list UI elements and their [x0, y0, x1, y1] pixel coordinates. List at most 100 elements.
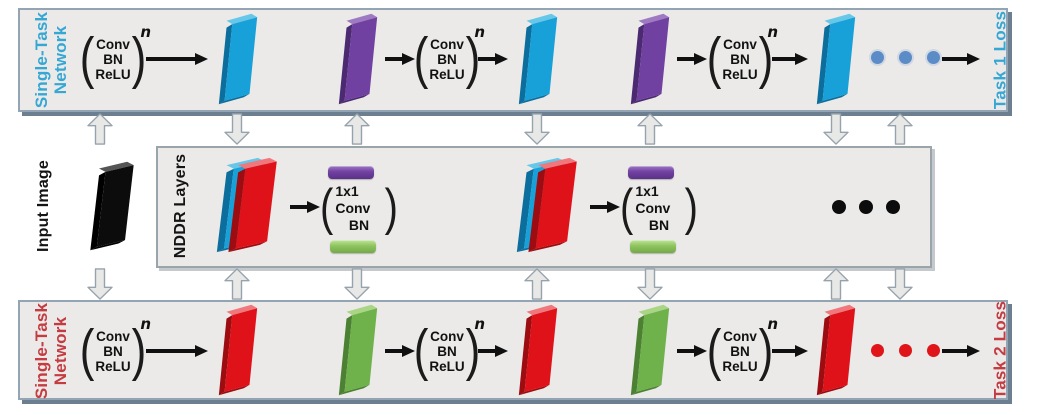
task2-loss-label: Task 2 Loss: [990, 300, 1010, 400]
open-paren: (: [413, 319, 429, 382]
feature-map-cyan-1: [215, 12, 261, 106]
close-paren: ): [465, 319, 481, 382]
open-paren: (: [706, 27, 722, 90]
nddr-layers-label: NDDR Layers: [172, 153, 190, 259]
open-paren: (: [620, 179, 634, 237]
purple-output-bar-2: [628, 166, 674, 179]
close-paren: ): [465, 27, 481, 90]
close-paren: ): [758, 27, 774, 90]
dot: [886, 200, 900, 214]
up-arrow: [344, 113, 370, 145]
feature-map-green-1: [335, 303, 381, 397]
conv-label: Conv: [430, 36, 464, 52]
feature-map-purple-1: [335, 12, 381, 106]
flow-arrow: [385, 344, 415, 358]
1x1-conv-label: 1x1 Conv: [635, 182, 671, 216]
down-arrow: [87, 268, 113, 300]
feature-map-red-1: [215, 303, 261, 397]
dot: [832, 200, 846, 214]
exponent-n: n: [767, 23, 778, 41]
down-arrow: [637, 268, 663, 300]
relu-label: ReLU: [722, 66, 758, 82]
relu-label: ReLU: [722, 358, 758, 374]
dot: [927, 344, 940, 357]
bn-label: BN: [437, 343, 457, 359]
flow-arrow: [772, 344, 808, 358]
ellipsis-dots-top: [871, 51, 940, 64]
bn-label: BN: [103, 51, 123, 67]
dot: [871, 344, 884, 357]
open-paren: (: [413, 27, 429, 90]
up-arrow: [87, 113, 113, 145]
conv-bn-relu-block-bottom-1: ( Conv BN ReLU ) n: [80, 315, 151, 380]
flow-arrow: [677, 52, 707, 66]
exponent-n: n: [140, 23, 151, 41]
bn-label: BN: [348, 216, 370, 233]
feature-map-red-2: [515, 303, 561, 397]
relu-label: ReLU: [429, 358, 465, 374]
green-output-bar-1: [330, 240, 376, 253]
up-arrow: [637, 113, 663, 145]
exponent-n: n: [474, 315, 485, 333]
feature-map-purple-2: [627, 12, 673, 106]
bottom-network-label-line2: Network: [51, 316, 70, 386]
dot: [859, 200, 873, 214]
down-arrow: [524, 113, 550, 145]
dot: [899, 344, 912, 357]
down-arrow: [344, 268, 370, 300]
dot: [927, 51, 940, 64]
relu-label: ReLU: [95, 358, 131, 374]
bottom-network-label: Single-Task Network: [32, 303, 70, 399]
task1-loss-label: Task 1 Loss: [990, 10, 1010, 110]
flow-arrow: [677, 344, 707, 358]
top-network-label: Single-Task Network: [32, 12, 70, 108]
relu-label: ReLU: [95, 66, 131, 82]
open-paren: (: [706, 319, 722, 382]
close-paren: ): [131, 319, 147, 382]
flow-arrow: [478, 52, 508, 66]
flow-arrow: [478, 344, 508, 358]
conv-label: Conv: [430, 328, 464, 344]
top-network-label-line2: Network: [51, 25, 70, 95]
close-paren: ): [684, 179, 698, 237]
conv-label: Conv: [96, 36, 130, 52]
conv-label: Conv: [723, 36, 757, 52]
conv-label: Conv: [723, 328, 757, 344]
bn-label: BN: [648, 216, 670, 233]
concat-feature-map-1: [212, 156, 270, 254]
dot: [871, 51, 884, 64]
up-arrow: [224, 268, 250, 300]
up-arrow: [887, 113, 913, 145]
bottom-network-label-line1: Single-Task: [31, 302, 51, 400]
close-paren: ): [758, 319, 774, 382]
feature-map-cyan-2: [515, 12, 561, 106]
conv-bn-relu-block-top-3: ( Conv BN ReLU ) n: [707, 23, 778, 88]
flow-arrow: [942, 52, 980, 66]
nddr-conv-block-2: ( 1x1 Conv BN ): [620, 182, 698, 234]
green-output-bar-2: [630, 240, 676, 253]
dot: [899, 51, 912, 64]
exponent-n: n: [140, 315, 151, 333]
flow-arrow: [590, 200, 620, 214]
conv-bn-relu-block-top-1: ( Conv BN ReLU ) n: [80, 23, 151, 88]
up-arrow: [823, 268, 849, 300]
flow-arrow: [385, 52, 415, 66]
close-paren: ): [131, 27, 147, 90]
bn-label: BN: [103, 343, 123, 359]
conv-bn-relu-block-top-2: ( Conv BN ReLU ) n: [414, 23, 485, 88]
down-arrow: [887, 268, 913, 300]
1x1-conv-label: 1x1 Conv: [335, 182, 371, 216]
down-arrow: [823, 113, 849, 145]
bn-label: BN: [730, 343, 750, 359]
conv-bn-relu-block-bottom-3: ( Conv BN ReLU ) n: [707, 315, 778, 380]
relu-label: ReLU: [429, 66, 465, 82]
open-paren: (: [79, 27, 95, 90]
bn-label: BN: [730, 51, 750, 67]
flow-arrow: [146, 52, 208, 66]
flow-arrow: [146, 344, 208, 358]
open-paren: (: [79, 319, 95, 382]
ellipsis-dots-bottom: [871, 344, 940, 357]
flow-arrow: [942, 344, 980, 358]
bn-label: BN: [437, 51, 457, 67]
